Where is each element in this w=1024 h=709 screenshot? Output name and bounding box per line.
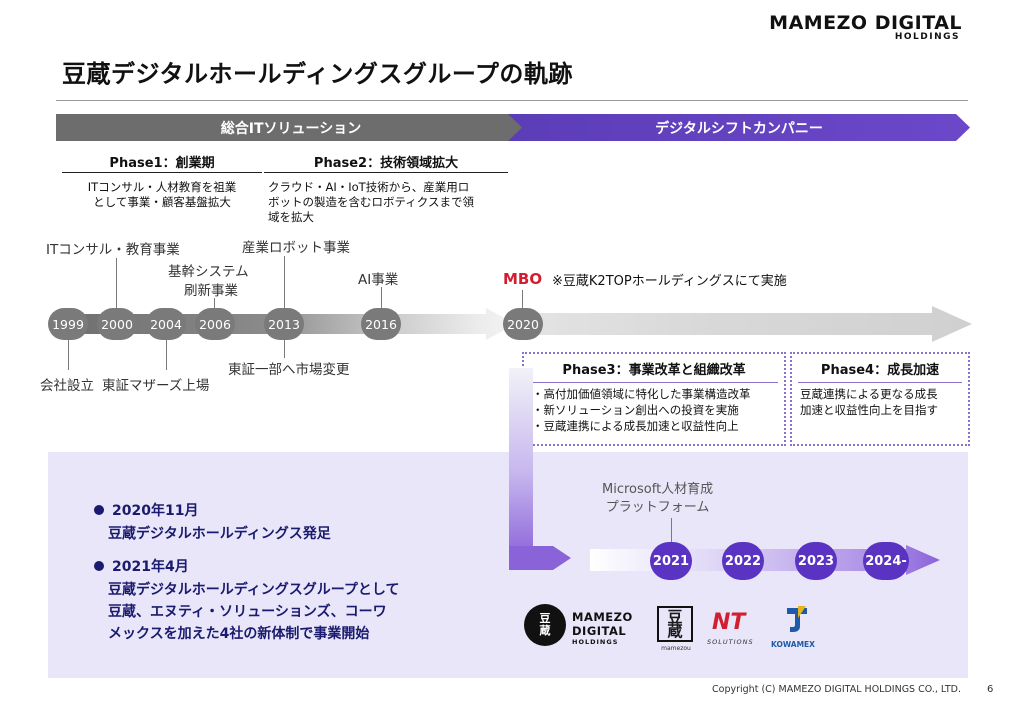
brand-logo: MAMEZO DIGITAL HOLDINGS [769, 12, 962, 42]
phase3-item: ・豆蔵連携による成長加速と収益性向上 [532, 419, 739, 433]
flow-arrow-vertical [509, 368, 533, 560]
year-2006: 2006 [195, 308, 235, 340]
phase4-box: Phase4：成長加速 豆蔵連携による更なる成長 加速と収益性向上を目指す [790, 352, 970, 446]
logo-line: HOLDINGS [572, 638, 619, 646]
year-2022: 2022 [722, 542, 764, 580]
milestone-text: 豆蔵デジタルホールディングスグループとして [108, 582, 400, 598]
year-2004: 2004 [146, 308, 186, 340]
phase4-desc-line: 加速と収益性向上を目指す [800, 403, 938, 417]
event-kikan-1: 基幹システム [168, 264, 249, 280]
phase2-desc-line: 域を拡大 [268, 210, 314, 224]
year-2023: 2023 [795, 542, 837, 580]
mbo-connector [522, 290, 523, 308]
kowamex-logo-icon [787, 606, 807, 632]
phase3-box: Phase3：事業改革と組織改革 ・高付加価値領域に特化した事業構造改革 ・新ソ… [522, 352, 786, 446]
event-it-consult: ITコンサル・教育事業 [46, 242, 180, 258]
microsoft-line: プラットフォーム [605, 500, 710, 515]
mamezou-logo-text: mamezou [661, 645, 691, 652]
phase3-item: ・新ソリューション創出への投資を実施 [532, 403, 739, 417]
mbo-label: MBO [503, 270, 543, 288]
event-connector [214, 298, 215, 308]
microsoft-connector [671, 518, 672, 542]
mbo-note: ※豆蔵K2TOPホールディングスにて実施 [552, 274, 787, 289]
phase2-desc: クラウド・AI・IoT技術から、産業用ロ ボットの製造を含むロボティクスまで領 … [268, 180, 512, 225]
phase3-item: ・高付加価値領域に特化した事業構造改革 [532, 387, 751, 401]
logo-line: MAMEZO [572, 610, 633, 624]
event-connector [166, 340, 167, 370]
phase3-rule [530, 382, 778, 383]
phase1-underline [62, 172, 262, 173]
event-ai: AI事業 [358, 272, 399, 288]
milestone-text: 豆蔵デジタルホールディングス発足 [108, 526, 331, 542]
event-kikan-2: 刷新事業 [184, 283, 238, 299]
phase3-title: Phase3：事業改革と組織改革 [562, 363, 746, 378]
phase2-underline [264, 172, 508, 173]
bullet-dot-icon [94, 561, 104, 571]
phase2-title: Phase2：技術領域拡大 [313, 156, 459, 171]
logo-mark: 豆 蔵 [539, 612, 551, 637]
kowamex-logo-text: KOWAMEX [771, 640, 815, 649]
milestone-text: メックスを加えた4社の新体制で事業開始 [108, 626, 370, 642]
year-2020: 2020 [503, 308, 543, 340]
brand-name: MAMEZO DIGITAL [769, 12, 962, 34]
phase1-title: Phase1：創業期 [109, 156, 215, 171]
year-2000: 2000 [97, 308, 137, 340]
page-title: 豆蔵デジタルホールディングスグループの軌跡 [62, 60, 573, 88]
year-2024: 2024- [863, 542, 909, 580]
timeline-arrow-future [512, 306, 972, 342]
logo-mark: 豆 蔵 [667, 608, 683, 640]
event-connector [284, 340, 285, 358]
milestone-date: 2020年11月 [94, 497, 399, 523]
band-digital-shift: デジタルシフトカンパニー [508, 114, 970, 141]
nt-solutions-logo-icon: NT [712, 610, 746, 635]
band-digital-shift-label: デジタルシフトカンパニー [655, 120, 823, 137]
year-2016: 2016 [361, 308, 401, 340]
page-number: 6 [987, 684, 994, 695]
event-connector [284, 256, 285, 308]
milestone-date-text: 2020年11月 [112, 503, 199, 519]
title-divider [56, 100, 968, 101]
band-it-solution-label: 総合ITソリューション [220, 120, 362, 137]
mamezou-logo-icon: 豆 蔵 [657, 606, 693, 642]
event-mothers: 東証マザーズ上場 [102, 378, 210, 394]
milestone-text: 豆蔵、エヌティ・ソリューションズ、コーワ [108, 604, 387, 620]
event-connector [116, 258, 117, 308]
phase3-list: ・高付加価値領域に特化した事業構造改革 ・新ソリューション創出への投資を実施 ・… [524, 386, 784, 434]
milestone-list: 2020年11月 豆蔵デジタルホールディングス発足 2021年4月 豆蔵デジタル… [94, 497, 399, 645]
milestone-date: 2021年4月 [94, 553, 399, 579]
event-robot: 産業ロボット事業 [242, 240, 350, 256]
year-2021: 2021 [650, 542, 692, 580]
logo-line: DIGITAL [572, 624, 627, 638]
phase1-desc: ITコンサル・人材教育を祖業 として事業・顧客基盤拡大 [62, 180, 262, 210]
microsoft-platform-label: Microsoft人材育成 プラットフォーム [602, 481, 713, 517]
phase1-desc-line: ITコンサル・人材教育を祖業 [87, 180, 237, 194]
year-1999: 1999 [48, 308, 88, 340]
event-connector [68, 340, 69, 370]
phase1-desc-line: として事業・顧客基盤拡大 [93, 195, 231, 209]
nt-solutions-logo-text: SOLUTIONS [707, 638, 754, 646]
phase4-title: Phase4：成長加速 [820, 363, 940, 378]
mamezo-digital-logo-text: MAMEZO DIGITAL HOLDINGS [572, 610, 633, 646]
phase2-desc-line: ボットの製造を含むロボティクスまで領 [268, 195, 474, 209]
band-it-solution: 総合ITソリューション [56, 114, 526, 141]
copyright: Copyright (C) MAMEZO DIGITAL HOLDINGS CO… [712, 684, 962, 695]
bullet-dot-icon [94, 505, 104, 515]
brand-sub: HOLDINGS [894, 32, 960, 42]
phase4-desc: 豆蔵連携による更なる成長 加速と収益性向上を目指す [792, 386, 968, 418]
phase4-desc-line: 豆蔵連携による更なる成長 [800, 387, 938, 401]
event-founded: 会社設立 [40, 378, 94, 394]
event-tse1: 東証一部へ市場変更 [228, 362, 350, 378]
milestone-date-text: 2021年4月 [112, 559, 189, 575]
phase2-desc-line: クラウド・AI・IoT技術から、産業用ロ [268, 180, 470, 194]
event-connector [381, 287, 382, 308]
year-2013: 2013 [264, 308, 304, 340]
mamezo-digital-logo-icon: 豆 蔵 [524, 604, 566, 646]
phase4-rule [798, 382, 962, 383]
microsoft-line: Microsoft人材育成 [602, 482, 714, 497]
